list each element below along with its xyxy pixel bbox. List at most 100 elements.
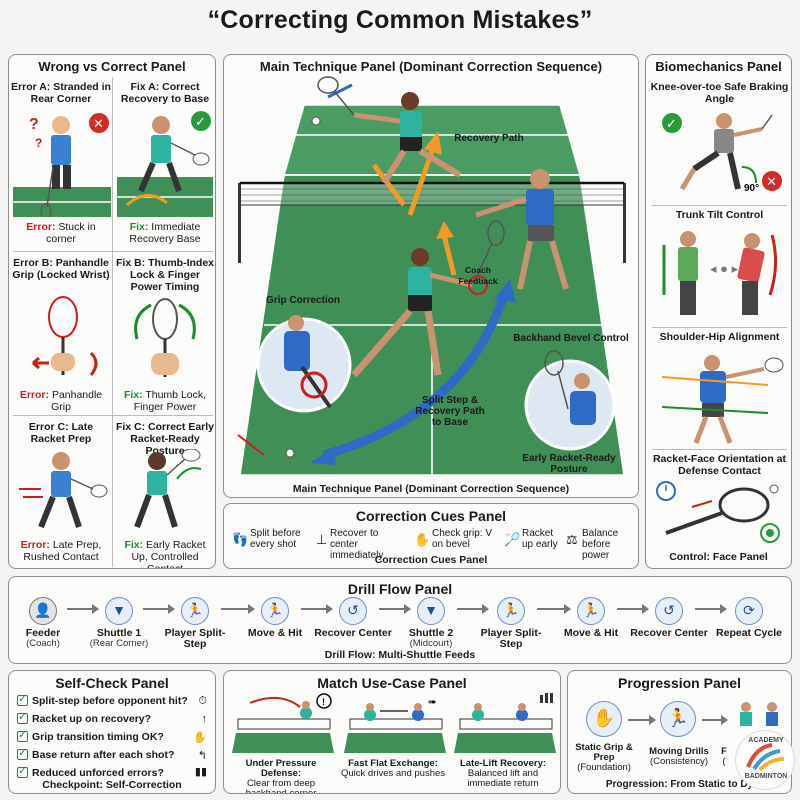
biomechanics-panel: Biomechanics Panel Knee-over-toe Safe Br… bbox=[645, 54, 792, 569]
trunk-tilt-label: Trunk Tilt Control bbox=[675, 209, 764, 221]
checkbox-icon bbox=[17, 747, 28, 760]
shoulder-hip-label: Shoulder-Hip Alignment bbox=[659, 331, 780, 343]
error-b-text: Panhandle Grip bbox=[51, 389, 103, 413]
drill-step-sub: (Coach) bbox=[26, 638, 60, 649]
wrong-correct-panel: Wrong vs Correct Panel Error A: Stranded… bbox=[8, 54, 216, 569]
cue-split: Split before every shot bbox=[250, 528, 301, 550]
error-a-caption: Error: Stuck in corner bbox=[11, 221, 111, 245]
match-case-text: Quick drives and pushes bbox=[340, 768, 446, 779]
fix-c-caption: Fix: Early Racket Up, Controlled Contact bbox=[115, 539, 215, 568]
drill-step: 🏃 Player Split-Step bbox=[155, 597, 235, 650]
arrow-right-icon bbox=[695, 604, 727, 614]
svg-text:◂ ● ▸: ◂ ● ▸ bbox=[710, 261, 739, 276]
error-key: Error: bbox=[19, 389, 50, 401]
arrow-right-icon bbox=[67, 604, 99, 614]
drill-step: 🏃 Move & Hit bbox=[551, 597, 631, 639]
fix-a-caption: Fix: Immediate Recovery Base bbox=[115, 221, 215, 245]
checkbox-icon bbox=[17, 729, 28, 742]
match-case-text: Clear from deep backhand corner bbox=[245, 778, 317, 794]
footprints-icon: 👣 bbox=[232, 532, 249, 547]
cue-grip: Check grip: V on bevel bbox=[432, 528, 493, 550]
match-case-head: Under Pressure Defense: bbox=[245, 758, 317, 779]
progression-step-label: Moving Drills bbox=[649, 746, 709, 757]
fix-a-heading: Fix A: Correct Recovery to Base bbox=[120, 81, 210, 105]
correction-cues-panel: Correction Cues Panel 👣 Split before eve… bbox=[223, 503, 639, 569]
progression-title: Progression Panel bbox=[618, 675, 741, 691]
recovery-path-label: Recovery Path bbox=[454, 133, 524, 144]
self-check-panel: Self-Check Panel Split-step before oppon… bbox=[8, 670, 216, 794]
svg-text:?: ? bbox=[29, 116, 39, 133]
hand-grip-icon: ✋ bbox=[414, 532, 431, 547]
error-key: Error: bbox=[26, 221, 56, 233]
progression-step: F ( bbox=[718, 747, 730, 767]
svg-text:?: ? bbox=[35, 136, 42, 150]
row-divider bbox=[13, 251, 213, 252]
drill-step-label: Recover Center bbox=[630, 627, 708, 639]
knee-over-toe-label: Knee-over-toe Safe Braking Angle bbox=[650, 81, 789, 105]
svg-text:✓: ✓ bbox=[666, 116, 677, 131]
grip-correction-label: Grip Correction bbox=[266, 295, 340, 306]
arrow-right-icon bbox=[301, 604, 333, 614]
fix-c-illustration bbox=[134, 449, 202, 529]
academy-logo: ACADEMY BADMINTON bbox=[735, 730, 795, 790]
check-item-label: Grip transition timing OK? bbox=[32, 731, 164, 743]
section-divider bbox=[652, 449, 787, 450]
drill-step-label: Recover Center bbox=[314, 627, 392, 639]
error-key: Error: bbox=[20, 539, 50, 551]
drill-step-label: Move & Hit bbox=[247, 627, 303, 639]
svg-text:!: ! bbox=[322, 697, 325, 707]
fix-key: Fix: bbox=[124, 539, 144, 551]
angle-label: 90° bbox=[744, 183, 759, 194]
match-case-head: Late-Lift Recovery: bbox=[459, 758, 547, 769]
check-item-label: Split-step before opponent hit? bbox=[32, 695, 188, 707]
feeder-icon: 👤 bbox=[29, 597, 57, 625]
check-item: Split-step before opponent hit? bbox=[17, 693, 188, 707]
arrow-right-icon bbox=[617, 604, 649, 614]
check-item-label: Reduced unforced errors? bbox=[32, 767, 164, 779]
match-case-item: Late-Lift Recovery: Balanced lift and im… bbox=[448, 759, 558, 789]
court-illustration bbox=[237, 76, 626, 476]
drill-step-label: Repeat Cycle bbox=[716, 627, 782, 639]
checkbox-icon bbox=[17, 711, 28, 724]
arrow-right-icon bbox=[628, 715, 656, 725]
progression-step-sub: (Consistency) bbox=[649, 756, 709, 767]
svg-text:✕: ✕ bbox=[766, 174, 777, 189]
checkbox-icon bbox=[17, 765, 28, 778]
biomechanics-footer: Control: Face Panel bbox=[669, 551, 768, 563]
drill-step: ⟳ Repeat Cycle bbox=[709, 597, 789, 639]
drill-step-label: Feeder bbox=[25, 627, 61, 639]
drill-step: ▼ Shuttle 1 (Rear Corner) bbox=[79, 597, 159, 649]
cue-racket-up: Racket up early bbox=[522, 528, 558, 550]
doubles-players-illustration bbox=[740, 702, 778, 726]
drill-step-sub: (Midcourt) bbox=[409, 638, 453, 649]
svg-text:✓: ✓ bbox=[195, 114, 206, 129]
error-a-text: Stuck in corner bbox=[46, 221, 96, 245]
match-case-head: Fast Flat Exchange: bbox=[348, 758, 438, 769]
fix-b-illustration bbox=[134, 298, 196, 377]
drill-step-label: Player Split-Step bbox=[164, 627, 226, 650]
check-item: Racket up on recovery? bbox=[17, 711, 151, 725]
progression-step-sub: ( bbox=[722, 756, 726, 767]
progression-step-label: Static Grip & Prep bbox=[575, 742, 633, 763]
drill-step: 👤 Feeder (Coach) bbox=[9, 597, 83, 649]
error-b-illustration bbox=[32, 296, 98, 376]
row-divider bbox=[13, 415, 213, 416]
bar-chart-icon: ▮▮ bbox=[194, 766, 207, 778]
section-divider bbox=[652, 205, 787, 206]
main-technique-title: Main Technique Panel (Dominant Correctio… bbox=[259, 59, 603, 74]
error-c-text: Late Prep, Rushed Contact bbox=[23, 539, 102, 563]
match-case-illustrations: ! ➠ bbox=[232, 693, 556, 753]
drill-step-label: Player Split-Step bbox=[480, 627, 542, 650]
check-item: Grip transition timing OK? bbox=[17, 729, 164, 743]
column-divider bbox=[112, 77, 113, 567]
wrong-correct-title: Wrong vs Correct Panel bbox=[38, 59, 186, 74]
drill-flow-panel: Drill Flow Panel 👤 Feeder (Coach) ▼ Shut… bbox=[8, 576, 792, 664]
error-a-illustration: ? ? ✕ bbox=[13, 113, 111, 217]
drill-step: 🏃 Move & Hit bbox=[235, 597, 315, 639]
fix-key: Fix: bbox=[129, 221, 149, 233]
logo-line-1: ACADEMY bbox=[748, 737, 784, 744]
arrow-right-icon bbox=[457, 604, 489, 614]
error-b-heading: Error B: Panhandle Grip (Locked Wrist) bbox=[12, 257, 110, 281]
racket-face-label: Racket-Face Orientation at Defense Conta… bbox=[652, 453, 787, 477]
cues-footer: Correction Cues Panel bbox=[374, 554, 488, 566]
